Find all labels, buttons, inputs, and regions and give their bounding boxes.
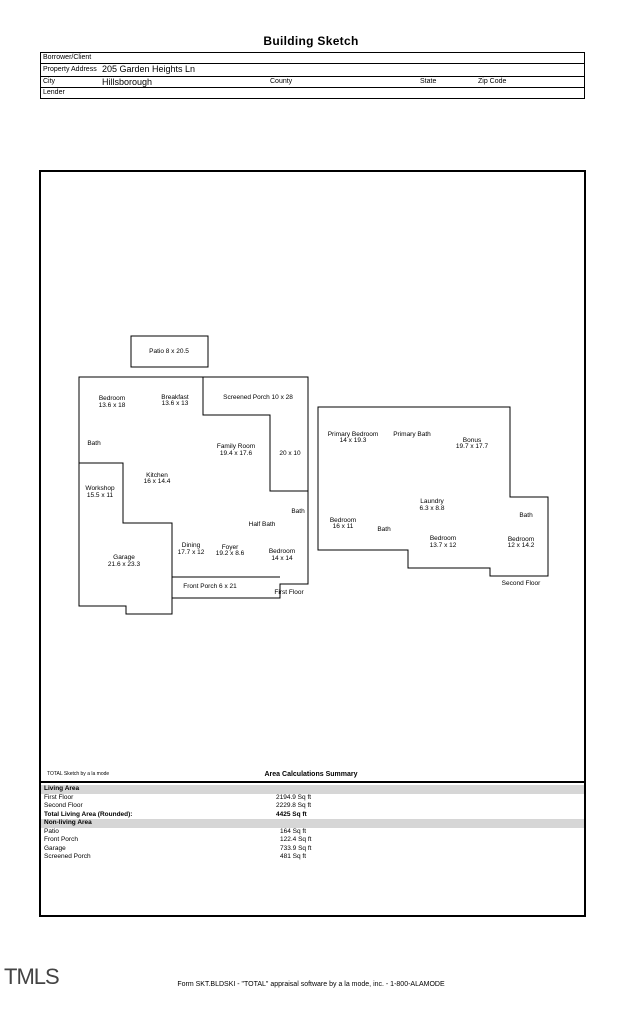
garage-area-value: 733.9 Sq ft — [280, 844, 312, 852]
second-floor-area-label: Second Floor — [44, 802, 83, 809]
bedroom2-name: Bedroom — [268, 548, 296, 555]
bedroom4-name: Bedroom — [429, 535, 457, 542]
tmls-logo: TMLS — [4, 964, 60, 989]
patio-label: Patio 8 x 20.5 — [149, 348, 189, 355]
non-living-area-header: Non-living Area — [41, 819, 584, 828]
bedroom5-name: Bedroom — [507, 536, 535, 543]
form-footer: Form SKT.BLDSKI - "TOTAL" appraisal soft… — [177, 981, 445, 988]
kitchen-name: Kitchen — [146, 472, 168, 479]
first-floor-area-label: First Floor — [44, 793, 74, 801]
lender-label: Lender — [43, 89, 65, 96]
page-title: Building Sketch — [263, 34, 359, 48]
second-floor-area-value: 2229.8 Sq ft — [276, 802, 312, 809]
family-room-name: Family Room — [216, 443, 256, 450]
laundry-dim: 6.3 x 8.8 — [419, 505, 445, 512]
primary-bedroom-name: Primary Bedroom — [327, 431, 379, 438]
bath-a-label: Bath — [87, 440, 101, 447]
sketch-frame — [39, 170, 586, 917]
patio-area-value: 164 Sq ft — [280, 827, 307, 835]
bath-d-label: Bath — [377, 526, 391, 533]
bedroom2-dim: 14 x 14 — [271, 555, 293, 562]
first-floor-outline — [78, 376, 309, 615]
bedroom1-name: Bedroom — [98, 395, 126, 402]
bath-b-label: Bath — [291, 508, 305, 515]
bedroom5-dim: 12 x 14.2 — [507, 542, 535, 549]
dining-name: Dining — [181, 542, 201, 549]
porch-dim-label: 20 x 10 — [279, 450, 301, 457]
address-value: 205 Garden Heights Ln — [102, 64, 196, 74]
foyer-name: Foyer — [221, 544, 239, 551]
second-floor-row: Second Floor 2229.8 Sq ft — [41, 802, 584, 811]
half-bath-label: Half Bath — [248, 521, 276, 528]
family-room-dim: 19.4 x 17.6 — [219, 450, 253, 457]
address-label: Property Address — [43, 66, 97, 73]
total-living-label: Total Living Area (Rounded): — [44, 810, 133, 818]
second-floor-label: Second Floor — [501, 580, 541, 587]
primary-bedroom-dim: 14 x 19.3 — [339, 437, 367, 444]
borrower-row: Borrower/Client — [41, 53, 584, 64]
front-porch-row: Front Porch 122.4 Sq ft — [41, 836, 584, 845]
sketch-credit: TOTAL Sketch by a la mode — [47, 771, 110, 777]
screened-porch-label: Screened Porch 10 x 28 — [223, 394, 293, 401]
city-value: Hillsborough — [102, 77, 153, 87]
screened-porch-row: Screened Porch 481 Sq ft — [41, 853, 584, 862]
workshop-wall — [79, 462, 173, 598]
workshop-dim: 15.5 x 11 — [86, 492, 114, 499]
kitchen-dim: 16 x 14.4 — [143, 478, 171, 485]
address-row: Property Address 205 Garden Heights Ln — [41, 64, 584, 77]
first-floor-label: First Floor — [274, 589, 304, 596]
total-living-value: 4425 Sq ft — [276, 810, 307, 818]
breakfast-dim: 13.6 x 13 — [161, 400, 189, 407]
screened-porch-area-label: Screened Porch — [44, 853, 91, 860]
breakfast-name: Breakfast — [161, 394, 189, 401]
city-row: City Hillsborough County State Zip Code — [41, 77, 584, 88]
garage-row: Garage 733.9 Sq ft — [41, 845, 584, 854]
patio-row: Patio 164 Sq ft — [41, 828, 584, 837]
garage-area-label: Garage — [44, 844, 66, 852]
primary-bath-label: Primary Bath — [393, 431, 431, 438]
bedroom4-dim: 13.7 x 12 — [429, 542, 457, 549]
garage-dim: 21.6 x 23.3 — [107, 561, 141, 568]
screened-porch-wall — [202, 377, 308, 492]
area-summary-table: Living Area First Floor 2194.9 Sq ft Sec… — [41, 781, 584, 862]
screened-porch-area-value: 481 Sq ft — [280, 853, 307, 860]
bedroom1-dim: 13.6 x 18 — [98, 402, 126, 409]
state-label: State — [420, 78, 437, 85]
property-header-table: Borrower/Client Property Address 205 Gar… — [40, 52, 585, 99]
bedroom3-name: Bedroom — [329, 517, 357, 524]
city-label: City — [43, 78, 56, 85]
lender-row: Lender — [41, 88, 584, 99]
patio-outline — [130, 335, 209, 368]
laundry-name: Laundry — [420, 498, 444, 505]
zip-label: Zip Code — [478, 78, 507, 85]
borrower-label: Borrower/Client — [43, 54, 92, 61]
front-porch-label: Front Porch 6 x 21 — [183, 583, 237, 590]
living-area-header: Living Area — [41, 785, 584, 794]
second-floor-outline — [317, 406, 549, 577]
bath-c-label: Bath — [519, 512, 533, 519]
bonus-name: Bonus — [462, 437, 482, 444]
dining-dim: 17.7 x 12 — [177, 549, 205, 556]
total-living-row: Total Living Area (Rounded): 4425 Sq ft — [41, 811, 584, 820]
first-floor-row: First Floor 2194.9 Sq ft — [41, 794, 584, 803]
area-summary-title: Area Calculations Summary — [264, 771, 358, 778]
front-porch-area-value: 122.4 Sq ft — [280, 836, 312, 843]
workshop-name: Workshop — [85, 485, 115, 492]
bedroom3-dim: 16 x 11 — [332, 523, 354, 530]
garage-name: Garage — [113, 554, 135, 561]
bonus-dim: 19.7 x 17.7 — [455, 443, 489, 450]
front-porch-area-label: Front Porch — [44, 836, 78, 843]
first-floor-area-value: 2194.9 Sq ft — [276, 793, 312, 801]
county-label: County — [270, 78, 293, 85]
patio-area-label: Patio — [44, 827, 59, 835]
foyer-dim: 19.2 x 8.6 — [215, 550, 245, 557]
